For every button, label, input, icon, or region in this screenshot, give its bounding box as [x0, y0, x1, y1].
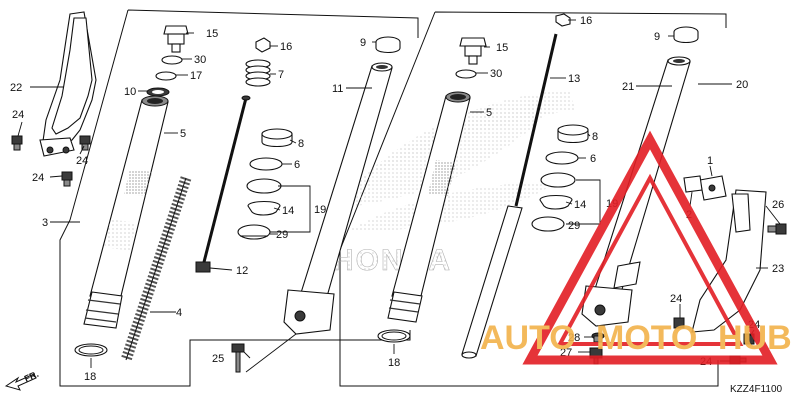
callout-16-b: 16	[580, 15, 592, 27]
part-clip-14-left	[247, 200, 281, 216]
watermark-auto: AUTO	[480, 319, 576, 357]
part-seal-30-right	[455, 69, 477, 79]
callout-22: 22	[10, 82, 22, 94]
part-bracket-1	[699, 175, 727, 201]
callout-28: 28	[568, 332, 580, 344]
callout-18-a: 18	[84, 371, 96, 383]
callout-14-b: 14	[574, 199, 586, 211]
part-nut-16-right	[555, 13, 571, 27]
callout-5-a: 5	[180, 128, 186, 140]
part-fork-inner-tube-left	[83, 95, 169, 329]
callout-24-b: 24	[76, 155, 88, 167]
callout-23: 23	[772, 263, 784, 275]
callout-16-a: 16	[280, 41, 292, 53]
part-bolt-24-a	[11, 135, 23, 151]
callout-9-b: 9	[654, 31, 660, 43]
callout-19-a: 19	[314, 204, 326, 216]
callout-14-a: 14	[282, 205, 294, 217]
callout-25: 25	[212, 353, 224, 365]
front-direction-label: FR.	[23, 369, 40, 384]
part-clip-14-right	[539, 194, 573, 210]
part-fork-guard	[39, 11, 97, 157]
callout-30-a: 30	[194, 54, 206, 66]
callout-26: 26	[772, 199, 784, 211]
honda-brand-text: HONDA	[332, 244, 452, 277]
part-washer-18-left	[74, 343, 108, 357]
callout-6-b: 6	[590, 153, 596, 165]
callout-13: 13	[568, 73, 580, 85]
part-seal-6-right	[545, 151, 579, 165]
part-seal-29-left	[237, 224, 271, 240]
part-o-ring-17	[155, 71, 177, 81]
callout-17: 17	[190, 70, 202, 82]
callout-20: 20	[736, 79, 748, 91]
callout-10: 10	[124, 86, 136, 98]
part-bolt-24-b	[79, 135, 91, 151]
callout-1: 1	[707, 155, 713, 167]
part-seal-29-right	[531, 216, 565, 232]
left-fork-panel	[59, 9, 419, 387]
part-collar-9-left	[375, 36, 401, 54]
part-fork-inner-tube-right	[387, 91, 471, 323]
part-washer-18-right	[377, 329, 411, 343]
part-fork-outer-tube-left	[283, 62, 393, 335]
part-collar-9-right	[673, 26, 699, 44]
callout-29-a: 29	[276, 229, 288, 241]
leader-lines	[17, 19, 781, 373]
part-bolt-24-c	[61, 171, 73, 187]
part-seal-30-left	[161, 55, 183, 65]
part-fork-cap-bolt-left	[163, 25, 189, 53]
part-dust-seal-19-right	[540, 172, 576, 188]
callout-15-a: 15	[206, 28, 218, 40]
watermark-hub: HUB	[718, 319, 792, 357]
watermark: AUTO MOTO HUB	[480, 130, 792, 365]
callout-3: 3	[42, 217, 48, 229]
callout-18-b: 18	[388, 357, 400, 369]
front-direction-arrow: FR.	[4, 369, 40, 391]
part-dust-seal-19-left	[246, 178, 282, 194]
callout-5-b: 5	[486, 107, 492, 119]
part-seal-6-left	[249, 157, 283, 171]
callout-12: 12	[236, 265, 248, 277]
callout-29-b: 29	[568, 220, 580, 232]
part-spring-7	[245, 59, 271, 87]
part-fork-cap-bolt-right	[459, 37, 487, 65]
callout-6-a: 6	[294, 159, 300, 171]
watermark-triangle	[522, 130, 778, 365]
callout-24-c: 24	[32, 172, 44, 184]
part-fork-spring	[120, 176, 192, 362]
callout-9-a: 9	[360, 37, 366, 49]
callout-7: 7	[278, 69, 284, 81]
part-collar-8-right	[557, 124, 589, 144]
part-nut-16-left	[255, 37, 271, 53]
part-bolt-24-d	[673, 317, 685, 329]
callout-numbers: 22 24 24 24 3 4 18 10 5 15 30 17 16 7 12…	[10, 15, 784, 383]
part-collar-8-left	[261, 128, 293, 148]
callout-8-a: 8	[298, 138, 304, 150]
part-bracket-2	[683, 175, 703, 193]
diagram-code: KZZ4F1100	[730, 384, 782, 395]
part-bolt-26	[767, 223, 787, 235]
callout-21: 21	[622, 81, 634, 93]
part-bolt-25	[231, 343, 245, 373]
callout-11: 11	[332, 83, 343, 95]
callout-15-b: 15	[496, 42, 508, 54]
callout-4: 4	[176, 307, 182, 319]
callout-8-b: 8	[592, 131, 598, 143]
callout-30-b: 30	[490, 68, 502, 80]
callout-24-d: 24	[670, 293, 682, 305]
watermark-moto: MOTO	[596, 319, 697, 357]
part-damper-rod	[195, 95, 251, 273]
callout-24-a: 24	[12, 109, 24, 121]
part-ring-10	[146, 87, 170, 97]
part-fork-guard-right	[691, 189, 767, 333]
part-damper-cartridge	[461, 33, 558, 359]
